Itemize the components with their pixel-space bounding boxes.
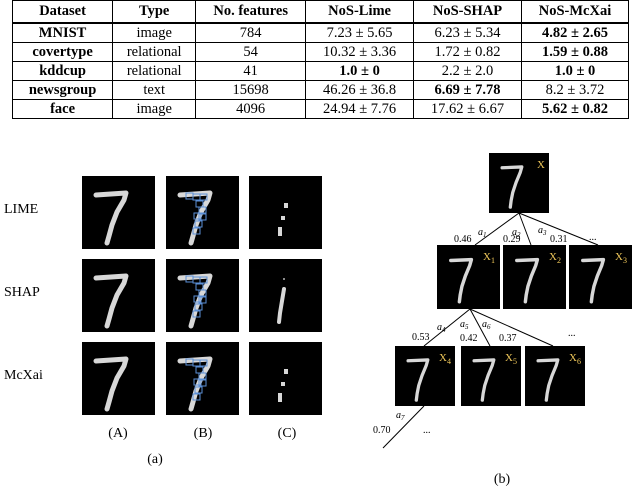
edge-prob-7: 0.70	[373, 425, 391, 436]
edge-prob-5: 0.42	[460, 333, 478, 344]
edge-action-a3: a3	[538, 225, 547, 237]
edge-action-a1: a1	[478, 227, 487, 239]
results-table: Dataset Type No. features NoS-Lime NoS-S…	[11, 0, 630, 119]
image-lime-masked	[166, 176, 239, 249]
edge-action-a2: a2	[512, 227, 521, 239]
header-nos-mcxai: NoS-McXai	[520, 0, 630, 24]
cell-lime: 10.32 ± 3.36	[305, 41, 415, 62]
header-dataset: Dataset	[11, 0, 114, 24]
tree-node-subscript: 6	[577, 357, 581, 366]
cell-type: relational	[112, 41, 197, 62]
svg-text:X4: X4	[439, 352, 451, 366]
row-label-lime: LIME	[4, 202, 38, 217]
edge-ellipsis-2: ...	[568, 328, 576, 339]
caption-a: (a)	[147, 452, 163, 467]
tree-node-x5: X5	[461, 346, 521, 406]
tree-node-x3: X3	[569, 245, 632, 309]
column-label-c: (C)	[278, 426, 297, 441]
tree-root-node: X	[489, 153, 549, 213]
edge-ellipsis-1: ...	[589, 232, 597, 243]
cell-mcxai: 8.2 ± 3.72	[520, 79, 630, 100]
edge-prob-6: 0.37	[499, 333, 517, 344]
edge-action-a5: a5	[460, 319, 469, 331]
image-mcxai-features	[249, 342, 322, 415]
cell-lime: 7.23 ± 5.65	[305, 22, 415, 43]
tree-edge-labels: a1 0.46 a2 0.29 a3 0.31 ... a4 0.53 a5 0…	[373, 225, 597, 436]
tree-node-x4: X4	[395, 346, 455, 406]
tree-node-x1: X1	[437, 245, 500, 309]
edge-ellipsis-3: ...	[423, 425, 431, 436]
cell-shap: 17.62 ± 6.67	[413, 98, 522, 119]
header-type: Type	[112, 0, 197, 24]
svg-text:X2: X2	[549, 251, 561, 265]
cell-type: relational	[112, 60, 197, 81]
svg-text:X6: X6	[569, 352, 581, 366]
tree-node-label: X	[549, 251, 557, 263]
cell-mcxai: 1.59 ± 0.88	[520, 41, 630, 62]
table-row: face image 4096 24.94 ± 7.76 17.62 ± 6.6…	[11, 98, 630, 119]
tree-node-subscript: 2	[557, 256, 561, 265]
svg-text:X5: X5	[505, 352, 517, 366]
image-shap-masked	[166, 259, 239, 332]
edge-prob-2: 0.29	[503, 234, 521, 245]
cell-mcxai: 5.62 ± 0.82	[520, 98, 630, 119]
header-features: No. features	[195, 0, 307, 24]
tree-node-label: X	[537, 159, 545, 171]
tree-node-x6: X6	[525, 346, 585, 406]
header-nos-shap: NoS-SHAP	[413, 0, 522, 24]
table-row: covertype relational 54 10.32 ± 3.36 1.7…	[11, 41, 630, 62]
svg-text:X3: X3	[615, 251, 627, 265]
image-shap-original	[82, 259, 155, 332]
tree-node-subscript: 4	[447, 357, 451, 366]
image-mcxai-masked	[166, 342, 239, 415]
cell-lime: 1.0 ± 0	[305, 60, 415, 81]
tree-node-x2: X2	[503, 245, 566, 309]
cell-features: 15698	[195, 79, 307, 100]
tree-node-subscript: 3	[623, 256, 627, 265]
edge-action-a4: a4	[437, 322, 446, 334]
column-label-b: (B)	[194, 426, 213, 441]
cell-shap: 1.72 ± 0.82	[413, 41, 522, 62]
edge-action-a7: a7	[396, 410, 405, 422]
tree-node-label: X	[483, 251, 491, 263]
column-label-a: (A)	[108, 426, 128, 441]
tree-node-label: X	[505, 352, 513, 364]
edge-action-a6: a6	[482, 319, 491, 331]
row-label-mcxai: McXai	[4, 368, 43, 383]
table-row: kddcup relational 41 1.0 ± 0 2.2 ± 2.0 1…	[11, 60, 630, 81]
table-row: newsgroup text 15698 46.26 ± 36.8 6.69 ±…	[11, 79, 630, 100]
image-shap-features	[249, 259, 322, 332]
table-header-row: Dataset Type No. features NoS-Lime NoS-S…	[11, 0, 630, 24]
edge-prob-4: 0.53	[412, 332, 430, 343]
row-label-shap: SHAP	[4, 285, 40, 300]
caption-b: (b)	[494, 472, 511, 487]
tree-node-label: X	[569, 352, 577, 364]
tree-edges	[382, 212, 599, 449]
edge-prob-1: 0.46	[454, 234, 472, 245]
tree-node-subscript: 5	[513, 357, 517, 366]
cell-dataset: covertype	[11, 41, 114, 62]
image-mcxai-original	[82, 342, 155, 415]
svg-text:X1: X1	[483, 251, 495, 265]
cell-dataset: newsgroup	[11, 79, 114, 100]
cell-dataset: face	[11, 98, 114, 119]
edge-prob-3: 0.31	[550, 234, 568, 245]
cell-features: 4096	[195, 98, 307, 119]
image-lime-original	[82, 176, 155, 249]
header-nos-lime: NoS-Lime	[305, 0, 415, 24]
tree-node-label: X	[615, 251, 623, 263]
image-lime-features	[249, 176, 322, 249]
tree-node-label: X	[439, 352, 447, 364]
tree-node-subscript: 1	[491, 256, 495, 265]
cell-type: image	[112, 98, 197, 119]
